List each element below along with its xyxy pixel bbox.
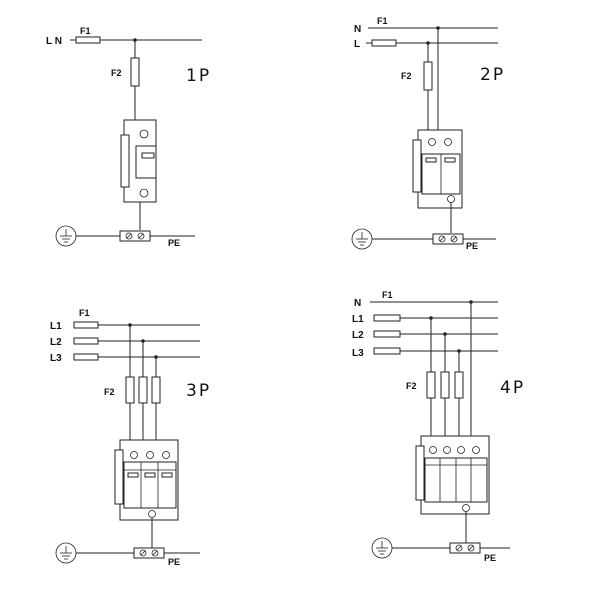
- label-pe: PE: [168, 557, 180, 567]
- spd-module-4p: [415, 435, 490, 515]
- terminal-block-icon: [432, 233, 464, 245]
- title-4p: 4P: [500, 378, 525, 398]
- fuse-f1: [371, 39, 397, 47]
- fuse-f2-l1: [125, 376, 135, 404]
- label-n: N: [354, 298, 361, 309]
- earth-ground-icon: [55, 542, 77, 564]
- spd-module-1p: [120, 119, 157, 203]
- fuse-f2: [423, 61, 433, 91]
- title-1p: 1P: [186, 66, 211, 86]
- fuse-f1: [75, 36, 101, 44]
- terminal-block-icon: [119, 230, 151, 242]
- label-f1: F1: [382, 290, 393, 300]
- fuse-f2-l2: [440, 371, 450, 399]
- label-l1: L1: [50, 321, 62, 332]
- spd-module-3p: [114, 439, 179, 521]
- earth-ground-icon: [55, 225, 77, 247]
- diagram-4p: F1 N L1 L2 L3 F2 4P: [352, 290, 525, 563]
- label-f2: F2: [401, 71, 412, 81]
- diagram-1p: L N F1 F2 1P: [46, 26, 211, 248]
- fuse-f2-l2: [138, 376, 148, 404]
- fuse-f1-l1: [373, 314, 401, 322]
- label-f2: F2: [111, 68, 122, 78]
- earth-ground-icon: [351, 228, 373, 250]
- fuse-f1-l3: [73, 353, 99, 361]
- label-pe: PE: [466, 241, 478, 251]
- diagram-2p: N L F1 F2 2P: [351, 16, 505, 251]
- label-f1: F1: [377, 16, 388, 26]
- title-2p: 2P: [480, 65, 505, 85]
- label-f1: F1: [79, 308, 90, 318]
- label-l3: L3: [352, 348, 364, 359]
- terminal-block-icon: [449, 542, 481, 554]
- earth-ground-icon: [371, 537, 393, 559]
- label-pe: PE: [168, 238, 180, 248]
- fuse-f1-l2: [73, 337, 99, 345]
- fuse-f2-l3: [151, 376, 161, 404]
- label-l-n: L N: [46, 36, 62, 47]
- label-l3: L3: [50, 353, 62, 364]
- label-l2: L2: [50, 337, 62, 348]
- label-f2: F2: [406, 381, 417, 391]
- fuse-f2: [130, 57, 140, 87]
- spd-module-2p: [412, 129, 463, 209]
- terminal-block-icon: [133, 547, 165, 559]
- fuse-f1-l2: [373, 330, 401, 338]
- title-3p: 3P: [186, 381, 211, 401]
- label-n: N: [354, 24, 361, 35]
- fuse-f2-l3: [454, 371, 464, 399]
- label-f2: F2: [104, 387, 115, 397]
- label-l: L: [354, 39, 360, 50]
- fuse-f2-l1: [426, 371, 436, 399]
- label-f1: F1: [80, 26, 91, 36]
- fuse-f1-l3: [373, 347, 401, 355]
- label-l1: L1: [352, 314, 364, 325]
- label-pe: PE: [484, 553, 496, 563]
- fuse-f1-l1: [73, 321, 99, 329]
- label-l2: L2: [352, 330, 364, 341]
- diagram-3p: F1 L1 L2 L3 F2 3P: [50, 308, 211, 567]
